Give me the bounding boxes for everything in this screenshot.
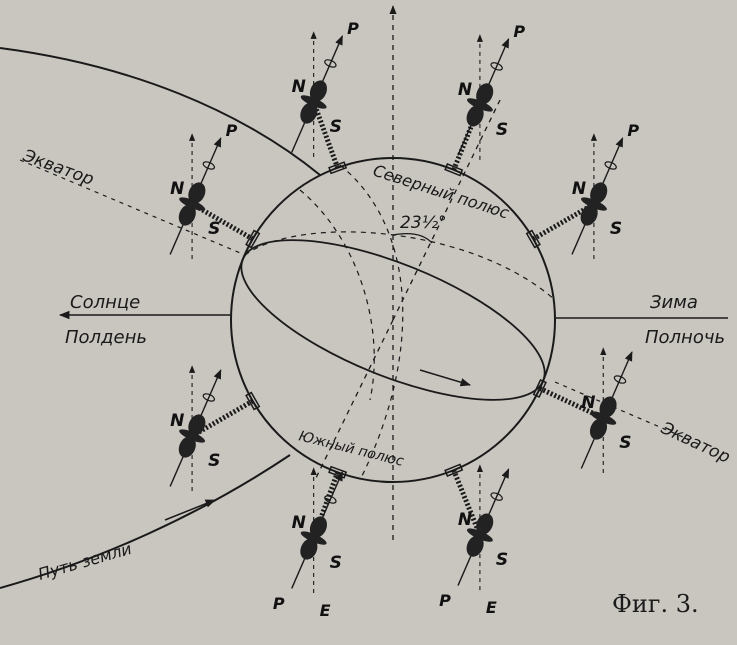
gyro-north-mass xyxy=(476,513,494,535)
p-marker: P xyxy=(347,19,359,38)
south-marker: S xyxy=(496,550,508,570)
equator-rotation-arrow xyxy=(419,369,472,387)
south-marker: S xyxy=(619,433,631,453)
gyro-disk xyxy=(590,411,617,425)
earth-path-label: Путь земли xyxy=(36,539,134,584)
south-marker: S xyxy=(610,219,622,239)
rotation-symbol xyxy=(490,62,503,71)
noon-label: Полдень xyxy=(65,327,147,348)
rotation-symbol xyxy=(202,393,216,402)
gyro-south-mass xyxy=(178,204,196,226)
p-marker: P xyxy=(627,121,639,140)
gyro-south-mass xyxy=(300,102,318,124)
gyro-disk xyxy=(179,429,206,443)
p-marker: P xyxy=(226,121,238,140)
figure-caption: Фиг. 3. xyxy=(612,590,699,618)
gyro-south-mass xyxy=(466,535,484,557)
south-marker: S xyxy=(208,219,220,239)
earth-orbit-upper xyxy=(0,47,321,176)
gyro-south-mass xyxy=(580,204,598,226)
tilted-earth-axis xyxy=(392,99,501,321)
angle-arc xyxy=(392,233,433,244)
mount-bracket xyxy=(444,463,464,477)
gyro-north-mass xyxy=(476,83,494,105)
equator-hidden-arc xyxy=(244,231,556,301)
gyroscope-5: NS xyxy=(169,365,261,491)
gyro-south-mass xyxy=(178,436,196,458)
rotation-symbol xyxy=(613,375,627,384)
gyro-disk xyxy=(580,197,607,211)
earth-orbit-lower xyxy=(0,454,291,589)
e-marker: E xyxy=(320,601,331,620)
south-marker: S xyxy=(330,117,342,137)
gyroscope-2: N S P xyxy=(291,19,359,175)
north-marker: N xyxy=(170,179,184,199)
p-marker: P xyxy=(439,591,451,610)
south-marker: S xyxy=(208,451,220,471)
gyro-north-mass xyxy=(599,396,617,418)
meridian-curve-1 xyxy=(339,164,404,481)
midnight-label: Полночь xyxy=(645,327,725,348)
sun-label: Солнце xyxy=(70,292,140,313)
orbit-direction-arrow xyxy=(164,499,216,521)
mount-bracket xyxy=(525,229,541,249)
p-marker: P xyxy=(273,594,285,613)
rotation-symbol xyxy=(324,495,337,504)
mount-bracket xyxy=(328,161,348,175)
north-marker: N xyxy=(572,179,586,199)
mount-bracket xyxy=(532,378,547,398)
south-marker: S xyxy=(496,120,508,140)
equator-label-right: Экватор xyxy=(657,418,733,468)
equator-label-left: Экватор xyxy=(19,146,96,190)
gyro-south-mass xyxy=(589,418,608,440)
gyroscope-7: N S P E xyxy=(439,463,510,617)
rotation-symbol xyxy=(202,161,216,170)
gyro-north-mass xyxy=(188,182,206,204)
gyro-north-mass xyxy=(309,516,327,538)
e-marker: E xyxy=(486,598,497,617)
gyro-disk xyxy=(179,197,206,211)
gyroscope-3: N S P xyxy=(444,22,525,177)
north-marker: N xyxy=(458,80,472,100)
rotation-symbol xyxy=(490,492,503,501)
north-marker: N xyxy=(581,393,595,413)
north-marker: N xyxy=(458,510,472,530)
p-marker: P xyxy=(513,22,525,41)
gyro-north-mass xyxy=(309,80,327,102)
gyroscope-4: N S P xyxy=(525,121,639,259)
gyro-disk xyxy=(466,98,493,112)
mount-bracket xyxy=(245,229,261,249)
north-marker: N xyxy=(170,411,184,431)
gyroscope-1: N S P xyxy=(169,121,261,259)
mount-bracket xyxy=(245,391,261,411)
gyroscope-6: N S P E xyxy=(273,465,348,620)
mount-bracket xyxy=(444,163,464,177)
gyro-north-mass xyxy=(188,414,206,436)
rotation-symbol xyxy=(324,59,337,68)
south-pole-label: Южный полюс xyxy=(297,428,406,470)
gyroscope-8: NS xyxy=(532,347,633,474)
north-marker: N xyxy=(292,77,306,97)
angle-label: 23½° xyxy=(400,213,447,233)
rotation-symbol xyxy=(604,161,617,170)
south-marker: S xyxy=(330,553,342,573)
gyro-disk xyxy=(300,531,327,545)
gyro-south-mass xyxy=(300,538,318,560)
equator-line-right xyxy=(554,381,691,441)
meridian-curve-2 xyxy=(299,189,375,401)
north-marker: N xyxy=(292,513,306,533)
winter-label: Зима xyxy=(650,292,698,313)
gyro-south-mass xyxy=(466,105,484,127)
gyro-north-mass xyxy=(590,182,608,204)
gyro-disk xyxy=(300,95,327,109)
gyro-disk xyxy=(466,528,493,542)
